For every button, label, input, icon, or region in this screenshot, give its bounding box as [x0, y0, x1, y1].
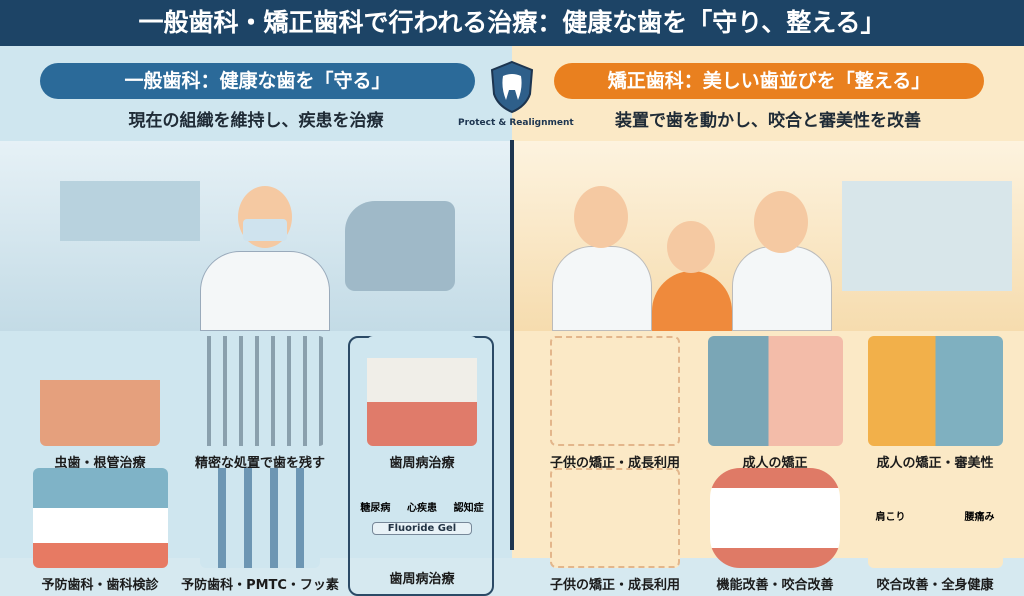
item-precision-treatment: 精密な処置で歯を残す	[180, 336, 340, 471]
family-scene-illustration	[512, 141, 1024, 331]
child-appliances-icon	[550, 468, 680, 568]
item-periodontal: 歯周病治療 糖尿病 心疾患 認知症 Fluoride Gel	[352, 336, 492, 535]
dentist-illustration	[200, 251, 330, 331]
item-child-ortho: 子供の矯正・成長利用	[540, 336, 690, 471]
general-dentistry-panel: 一般歯科：健康な歯を「守る」 現在の組織を維持し、疾患を治療 虫歯・根管治療 精…	[0, 46, 512, 596]
teeth-bite-icon	[710, 468, 840, 568]
page-title: 一般歯科・矯正歯科で行われる治療：健康な歯を「守り、整える」	[0, 0, 1024, 46]
related-disease: 糖尿病	[360, 503, 391, 514]
item-occlusion-health: 肩こり 腰痛み 咬合改善・全身健康	[860, 468, 1010, 593]
teeth-checkup-icon	[32, 468, 168, 568]
symptom-label: 腰痛み	[964, 512, 995, 523]
orthodontics-panel: 矯正歯科：美しい歯並びを「整える」 装置で歯を動かし、咬合と審美性を改善 子供の…	[512, 46, 1024, 593]
aligner-icon	[707, 336, 843, 446]
adults-icon	[867, 336, 1003, 446]
item-function-occlusion: 機能改善・咬合改善	[700, 468, 850, 593]
item-periodontal-2: 歯周病治療	[389, 572, 455, 587]
child-appliance-icon	[550, 336, 680, 446]
item-prevention-checkup: 予防歯科・歯科検診	[30, 468, 170, 593]
symptom-label: 肩こり	[875, 512, 906, 523]
tooth-icon	[40, 336, 160, 446]
item-cavity-root-canal: 虫歯・根管治療	[30, 336, 170, 471]
item-child-ortho-2: 子供の矯正・成長利用	[540, 468, 690, 593]
fluoride-gel-tube: Fluoride Gel	[372, 522, 472, 535]
orthodontics-title: 矯正歯科：美しい歯並びを「整える」	[554, 63, 984, 99]
shield-emblem: Protect & Realignment	[458, 60, 574, 128]
center-divider	[510, 140, 514, 550]
emblem-label: Protect & Realignment	[458, 118, 574, 128]
shield-tooth-icon	[490, 60, 534, 114]
clinic-scene-illustration	[0, 141, 512, 331]
general-dentistry-title: 一般歯科：健康な歯を「守る」	[40, 63, 475, 99]
general-dentistry-subtitle: 現在の組織を維持し、疾患を治療	[128, 111, 384, 131]
related-disease: 認知症	[453, 503, 484, 514]
dental-instruments-icon	[195, 336, 325, 446]
gum-tooth-icon	[367, 336, 477, 446]
item-adult-ortho: 成人の矯正	[700, 336, 850, 471]
orthodontics-subtitle: 装置で歯を動かし、咬合と審美性を改善	[615, 111, 921, 131]
body-symptoms-icon: 肩こり 腰痛み	[867, 468, 1003, 568]
item-pmtc-fluoride: 予防歯科・PMTC・フッ素	[180, 468, 340, 593]
cleaning-tools-icon	[200, 468, 320, 568]
item-adult-aesthetics: 成人の矯正・審美性	[860, 336, 1010, 471]
related-disease: 心疾患	[406, 503, 437, 514]
